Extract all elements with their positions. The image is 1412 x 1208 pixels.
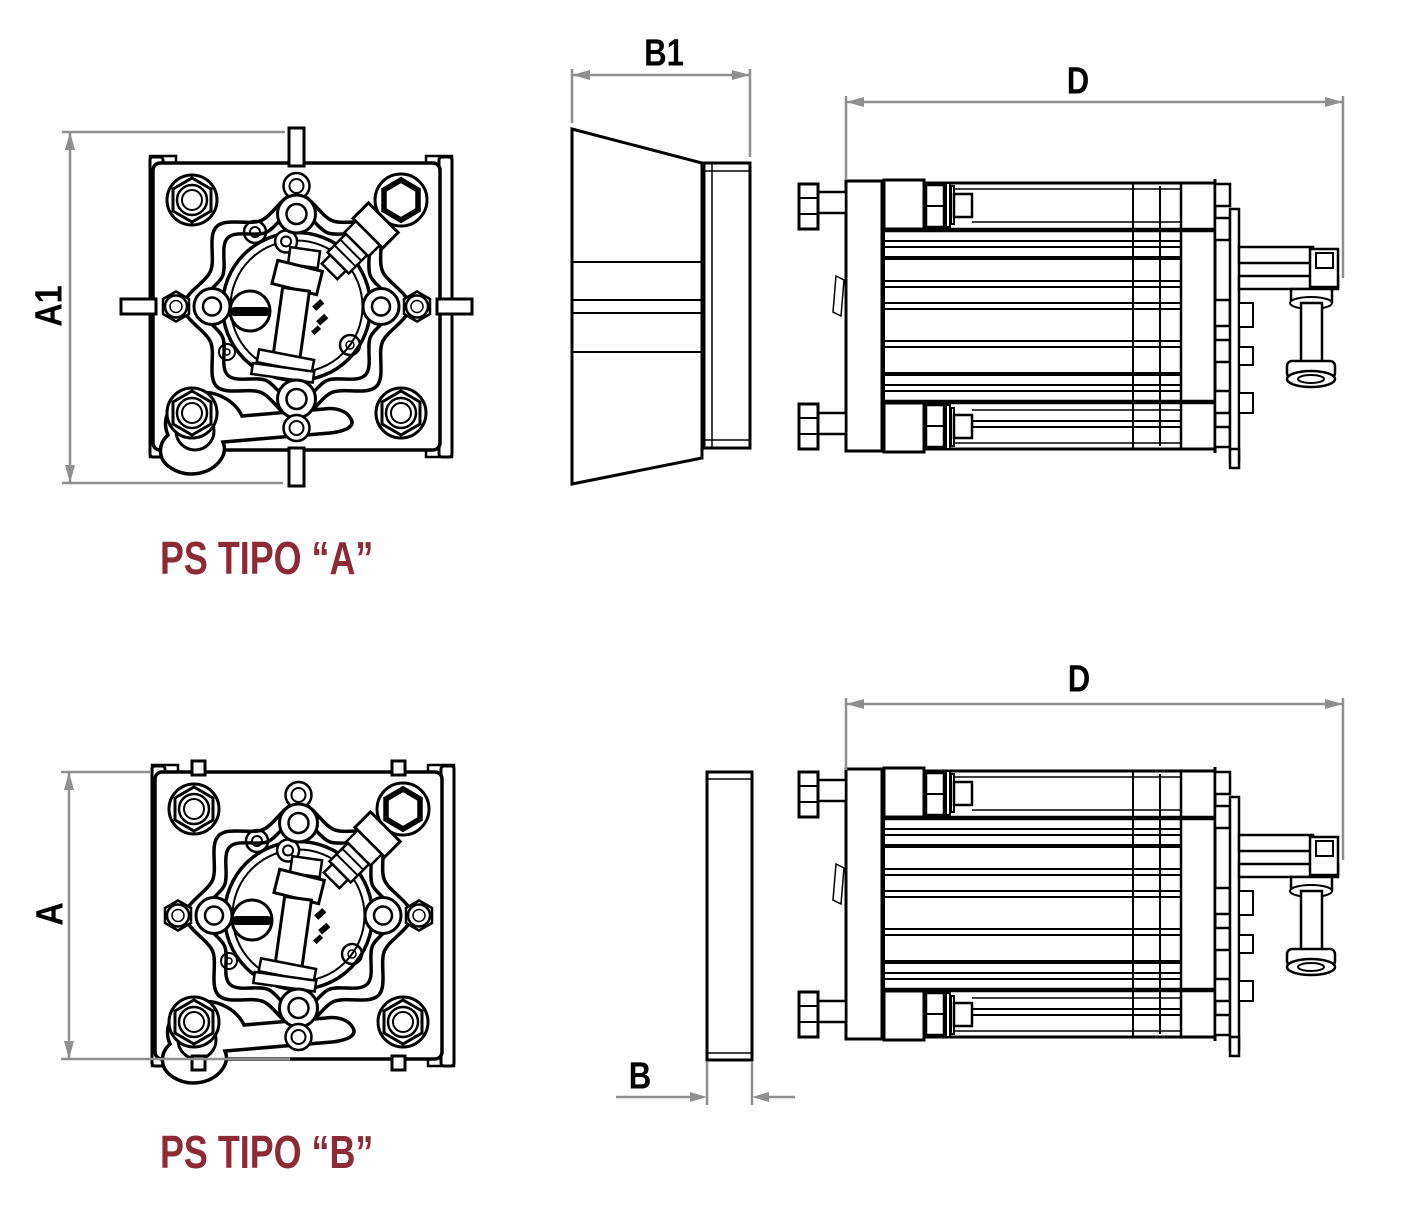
dim-label-b: B [628, 1055, 652, 1098]
caption-ps-tipo-a: PS TIPO “A” [160, 532, 374, 584]
profile-view-tipo-a [570, 127, 752, 486]
dim-label-d-top: D [1066, 60, 1090, 103]
dimension-a [61, 770, 290, 1061]
dim-label-b1: B1 [644, 32, 684, 75]
dimension-d-top [844, 96, 1345, 278]
profile-view-tipo-b [705, 770, 754, 1062]
dim-label-a1: A1 [28, 285, 71, 327]
side-view-motor-bottom [799, 767, 1338, 1056]
front-view-tipo-b [152, 759, 454, 1083]
dim-label-a: A [29, 902, 72, 926]
dimension-b1 [570, 69, 752, 157]
dimension-a1 [62, 130, 285, 485]
caption-ps-tipo-b: PS TIPO “B” [160, 1126, 374, 1178]
dimension-d-bottom [844, 698, 1345, 860]
dimension-b [616, 1062, 795, 1105]
front-view-tipo-a [119, 126, 474, 488]
side-view-motor-top [799, 179, 1338, 468]
dim-label-d-bottom: D [1067, 658, 1091, 701]
